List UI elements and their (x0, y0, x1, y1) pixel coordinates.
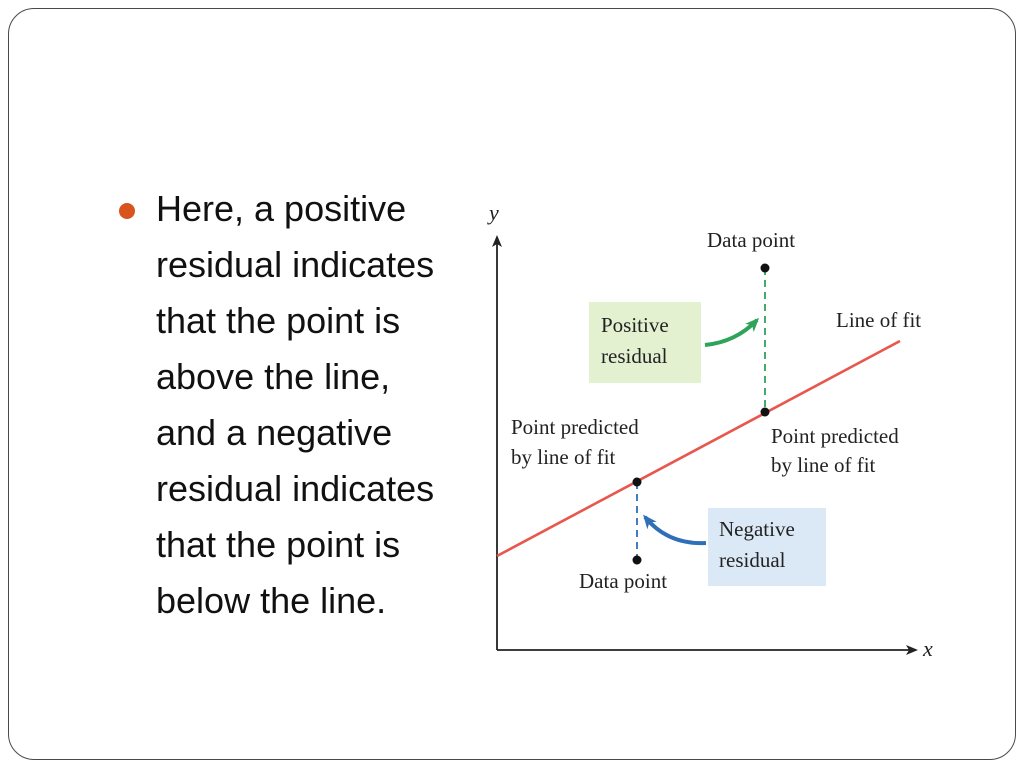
predicted-left-label-line1: Point predicted (511, 415, 639, 439)
predicted-point-left (632, 477, 642, 487)
x-axis-label: x (922, 636, 933, 661)
negative-residual-label-line2: residual (719, 548, 786, 572)
predicted-right-label-line2: by line of fit (771, 453, 876, 477)
positive-residual-label-line1: Positive (601, 313, 669, 337)
bullet-icon (119, 203, 135, 219)
line-of-fit (496, 339, 901, 558)
predicted-left-label-line2: by line of fit (511, 445, 616, 469)
positive-residual-arrow (704, 317, 760, 347)
slide: Here, a positive residual indicates that… (8, 8, 1016, 760)
bullet-text: Here, a positive residual indicates that… (156, 188, 435, 621)
data-point-bottom (632, 555, 642, 565)
positive-residual-box (589, 302, 701, 383)
positive-residual-label-line2: residual (601, 344, 668, 368)
negative-residual-arrow (643, 514, 707, 546)
y-axis-label: y (487, 200, 499, 225)
predicted-point-right (760, 407, 770, 417)
predicted-right-label-line1: Point predicted (771, 424, 899, 448)
negative-residual-box (708, 508, 826, 586)
data-point-top-label: Data point (707, 228, 795, 252)
data-point-top (760, 263, 770, 273)
line-of-fit-label: Line of fit (836, 308, 921, 332)
negative-residual-label-line1: Negative (719, 517, 795, 541)
data-point-bottom-label: Data point (579, 569, 667, 593)
